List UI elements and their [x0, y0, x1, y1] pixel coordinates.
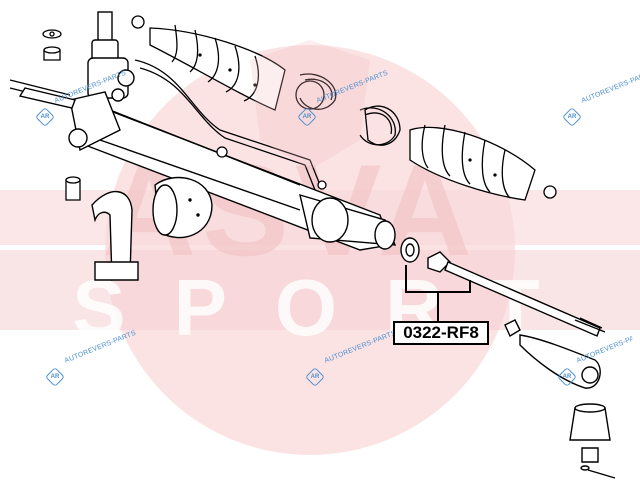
right-bellows-boot	[364, 105, 557, 201]
mounting-bracket	[91, 190, 139, 281]
pinion-valve-body	[9, 11, 135, 152]
rack-bushing	[152, 176, 213, 239]
watermark-logo-text: AR	[302, 114, 312, 120]
washers-nuts	[42, 29, 81, 201]
leader-lines	[405, 265, 471, 322]
part-number-label: 0322-RF8	[393, 321, 489, 345]
watermark-logo-text: AR	[567, 114, 577, 120]
svg-text:SPORT: SPORT	[72, 263, 588, 352]
watermark-logo-text: AR	[50, 374, 60, 380]
clamp-bands	[299, 73, 396, 146]
watermark-logo-text: AR	[310, 374, 320, 380]
watermark-logo-text: AR	[562, 374, 572, 380]
watermark-logo-text: AR	[40, 114, 50, 120]
outer-tie-rod-end	[504, 319, 616, 479]
rack-housing	[84, 104, 397, 251]
watermark-emblem	[250, 40, 370, 170]
hydraulic-lines	[134, 59, 327, 191]
left-bellows-boot	[131, 15, 325, 111]
inner-tie-rod	[400, 237, 606, 337]
